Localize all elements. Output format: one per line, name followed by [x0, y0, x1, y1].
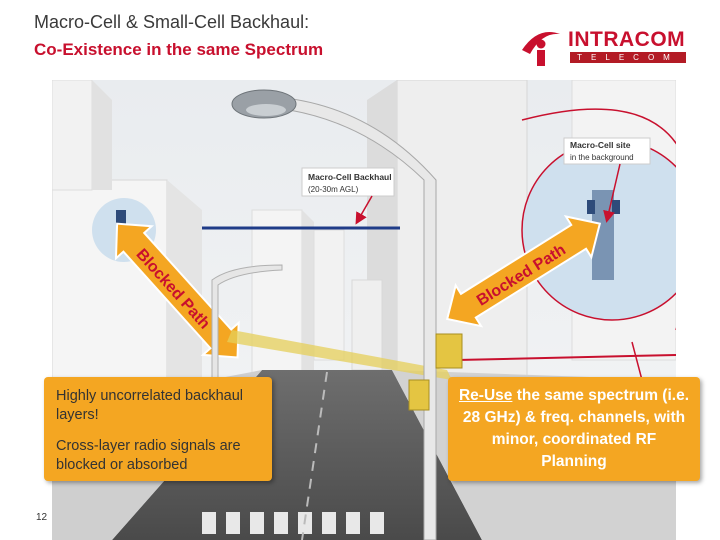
macro-backhaul-pointer: [355, 195, 373, 225]
red-pointer-right: [631, 341, 643, 381]
small-street-lamp: [211, 264, 283, 411]
logo-tagline: TELECOM: [570, 52, 686, 63]
callout-left-line-1: Highly uncorrelated backhaul layers!: [56, 388, 243, 423]
page-number: 12: [36, 512, 48, 523]
callout-left: Highly uncorrelated backhaul layers! Cro…: [44, 377, 272, 481]
slide-subtitle: Co-Existence in the same Spectrum: [34, 40, 324, 59]
intracom-logo: INTRACOM TELECOM: [518, 24, 690, 68]
macro-backhaul-label: Macro-Cell Backhaul: [308, 172, 392, 182]
road: [112, 370, 482, 540]
red-boundary-curve: [521, 108, 676, 330]
macro-site-location-label: in the background: [570, 153, 634, 162]
logo-wordmark: INTRACOM: [568, 28, 686, 51]
slide-title: Macro-Cell & Small-Cell Backhaul:: [34, 12, 310, 32]
callout-right-text: the same spectrum (i.e. 28 GHz) & freq. …: [462, 387, 689, 470]
small-cell-backhaul-link: [227, 330, 452, 380]
callout-right: Re-Use the same spectrum (i.e. 28 GHz) &…: [448, 377, 700, 481]
street-lamp: [231, 89, 463, 540]
red-backhaul-line: [456, 354, 676, 361]
street-scene-illustration: Macro-Cell Backhaul (20-30m AGL) Macro-C…: [52, 80, 676, 540]
crosswalk-stripes: [202, 512, 384, 534]
callout-right-emphasis: Re-Use: [458, 387, 513, 404]
macro-backhaul-height-label: (20-30m AGL): [308, 185, 359, 194]
intracom-logo-icon: [522, 32, 560, 66]
macro-site-label: Macro-Cell site: [570, 140, 631, 150]
callout-left-line-2: Cross-layer radio signals are blocked or…: [56, 438, 241, 473]
macro-site-pointer: [603, 163, 621, 223]
